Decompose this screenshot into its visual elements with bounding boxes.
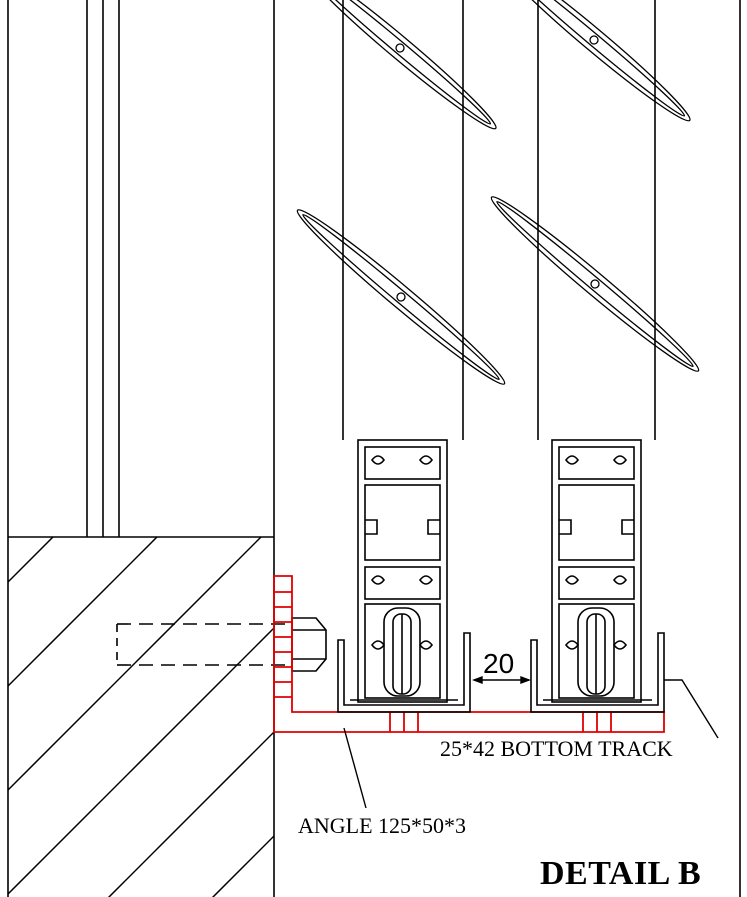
sash-profile-left [357, 439, 448, 703]
angle-label: ANGLE 125*50*3 [298, 813, 467, 838]
sash-vertical-lines [342, 0, 656, 440]
concrete-floor-hatch [8, 536, 274, 897]
louver-blade-top-right [497, 0, 691, 122]
dimension-label: 20 [483, 648, 515, 679]
sash-profile-right [551, 439, 642, 703]
wall-jamb [86, 0, 275, 897]
drawing-border [7, 0, 741, 897]
louver-blades [296, 0, 700, 385]
bottom-track-label: 25*42 BOTTOM TRACK [440, 736, 673, 761]
dimension-gap [472, 675, 531, 685]
leader-angle [343, 727, 367, 809]
leader-bottom-track [664, 679, 719, 739]
detail-title: DETAIL B [540, 855, 702, 892]
louver-blade-top-left [303, 0, 497, 130]
angle-bracket [273, 575, 665, 733]
leader-lines [343, 679, 719, 809]
louver-blade-mid-right [490, 196, 700, 372]
bottom-track-left [337, 632, 471, 713]
anchor-bolt [116, 617, 327, 672]
bottom-track-right [530, 632, 665, 713]
louver-blade-mid-left [296, 209, 506, 385]
